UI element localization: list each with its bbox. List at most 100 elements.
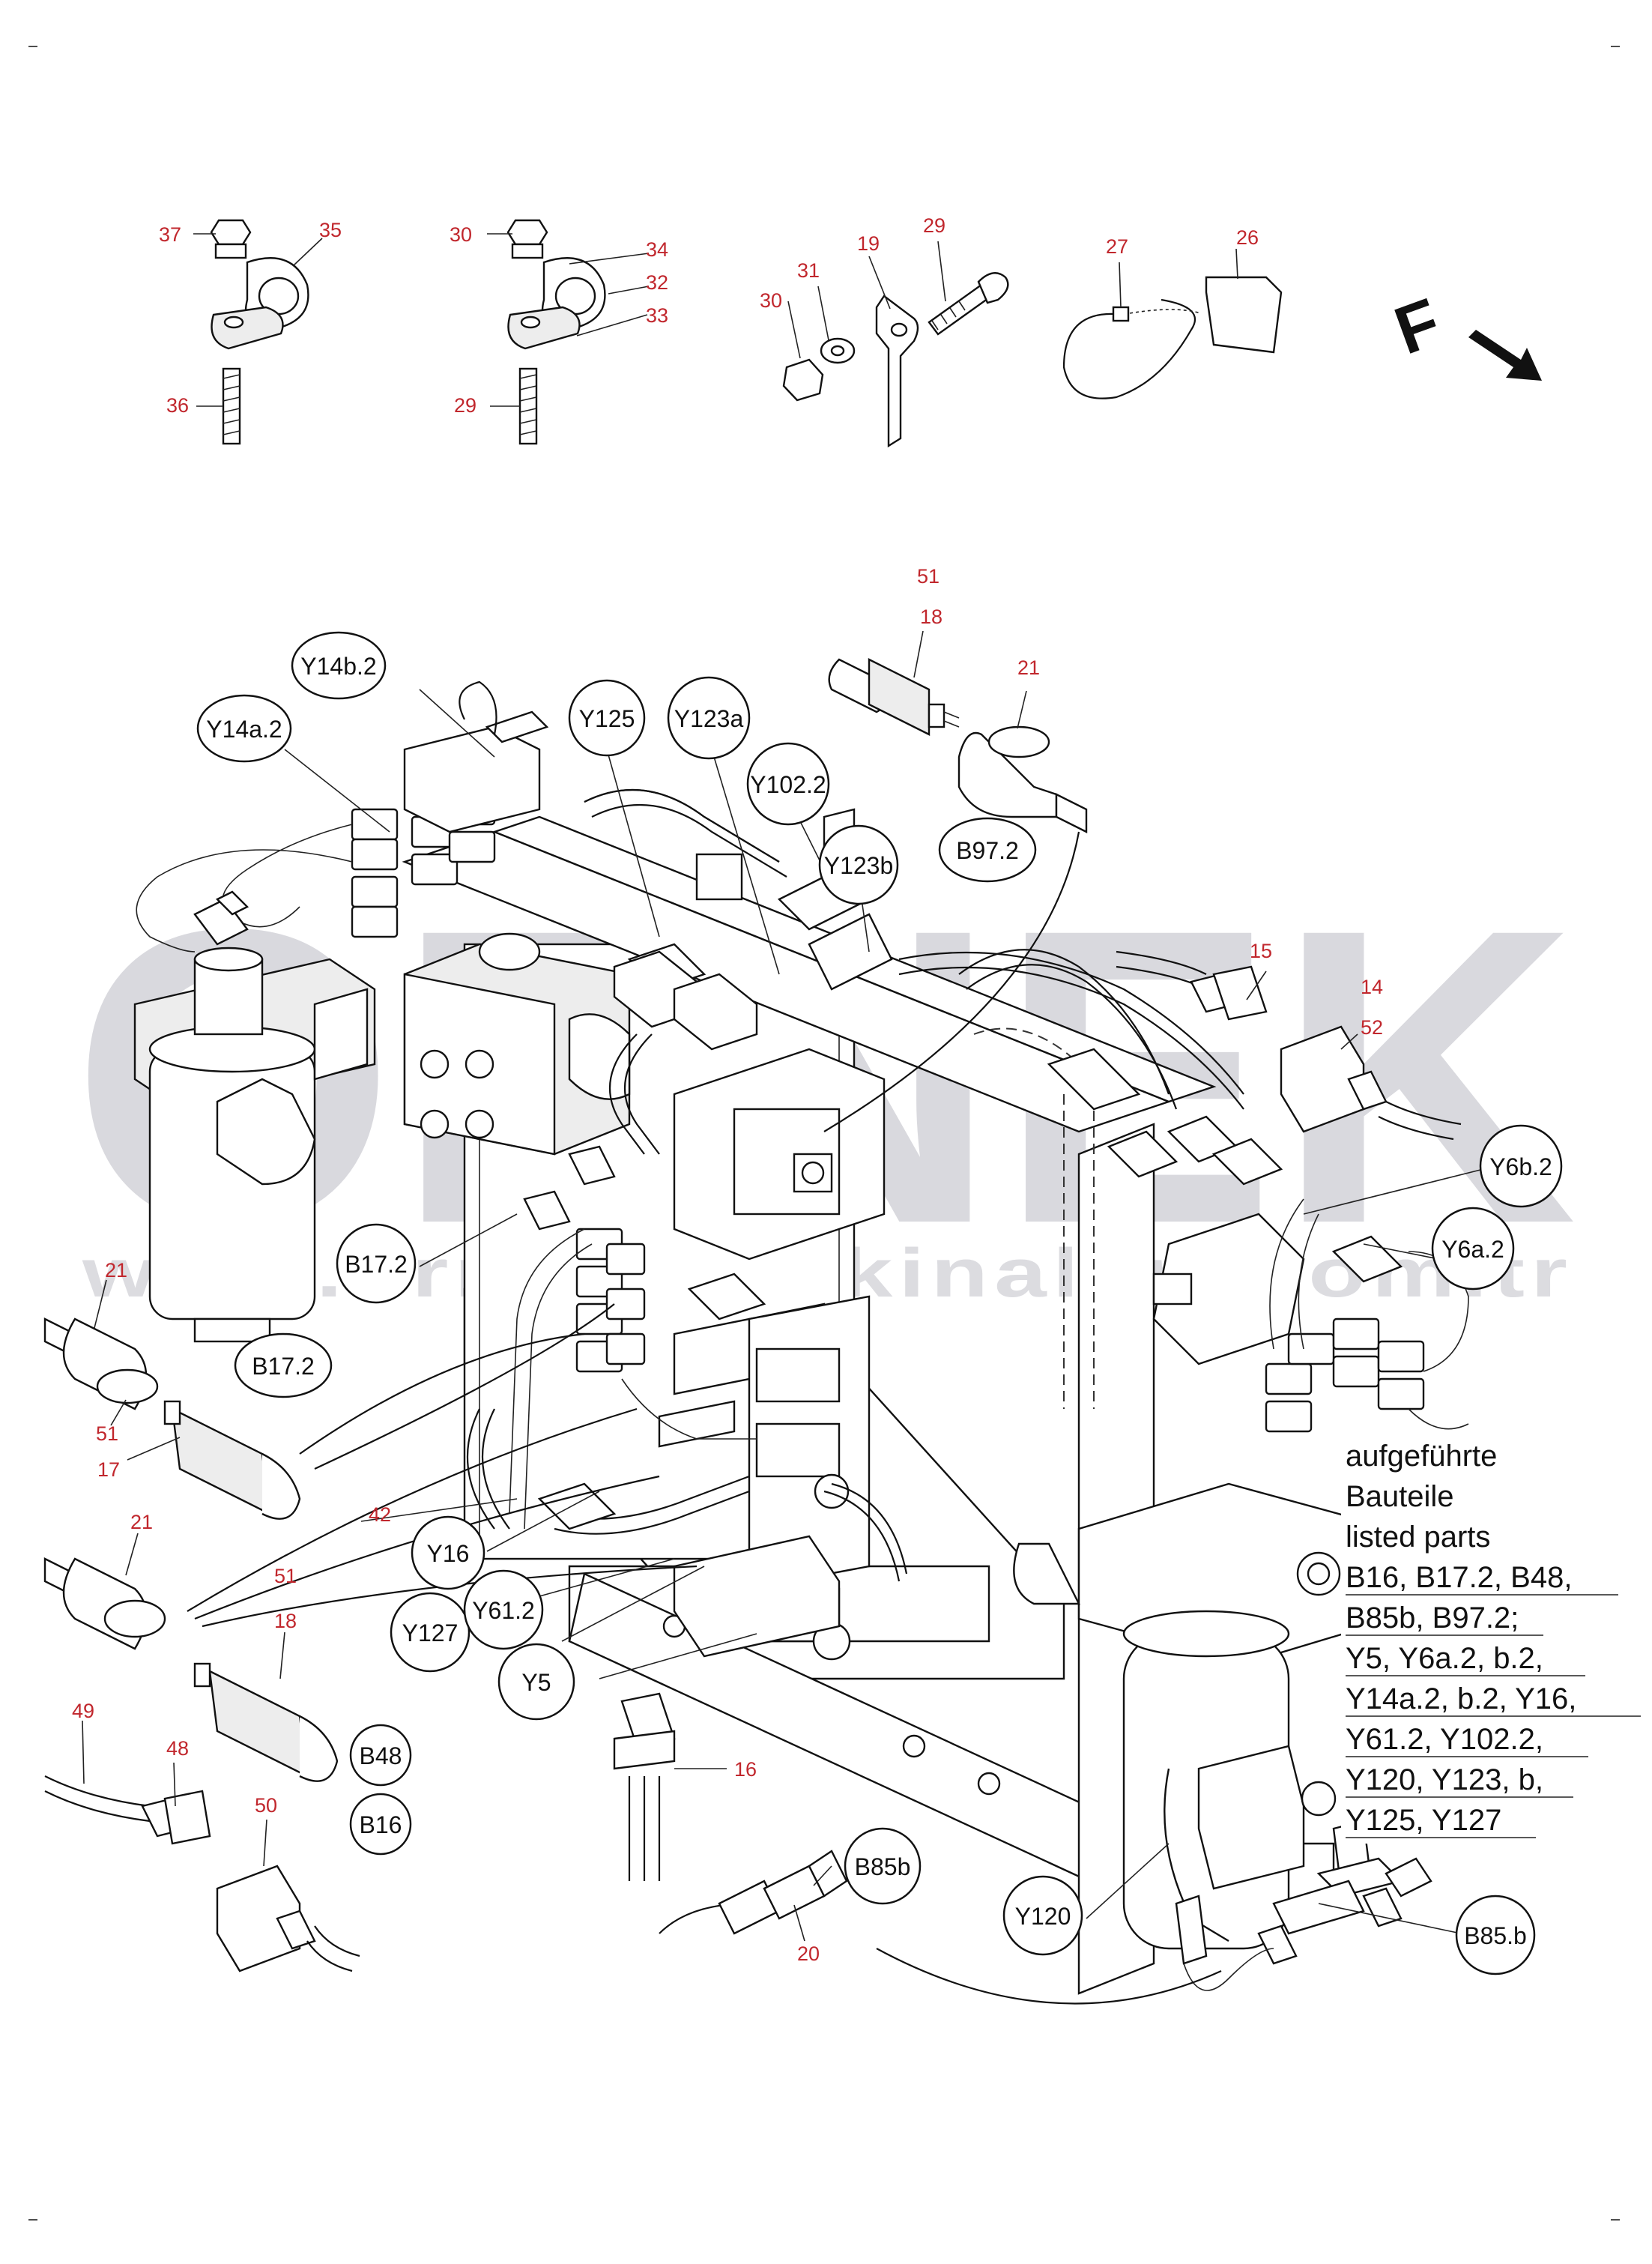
callout-17: 17 <box>97 1458 120 1481</box>
label-y127: Y127 <box>390 1592 471 1673</box>
arrow-down-right-icon <box>1468 330 1542 381</box>
svg-text:Y5: Y5 <box>521 1669 551 1696</box>
svg-text:Y123b: Y123b <box>824 852 894 879</box>
direction-indicator: F <box>1385 285 1542 381</box>
callout-31: 31 <box>797 259 820 282</box>
svg-text:B48: B48 <box>360 1742 402 1769</box>
svg-text:Y125: Y125 <box>579 705 635 732</box>
solenoid-connector-cluster-left <box>136 680 549 953</box>
legend-line-6: Y5, Y6a.2, b.2, <box>1346 1642 1543 1675</box>
label-y6b-2: Y6b.2 <box>1479 1124 1563 1208</box>
callout-37: 37 <box>159 223 181 246</box>
nut-37-base <box>214 243 247 259</box>
svg-text:B85.b: B85.b <box>1464 1922 1527 1949</box>
callout-29b: 29 <box>923 214 945 237</box>
nut-30-base <box>511 243 544 259</box>
callout-35: 35 <box>319 219 342 241</box>
legend-line-2: Bauteile <box>1346 1480 1454 1513</box>
callout-29: 29 <box>454 394 476 417</box>
label-y5: Y5 <box>497 1643 575 1721</box>
callout-32: 32 <box>646 271 668 294</box>
label-b97-2: B97.2 <box>938 817 1037 883</box>
callout-51a: 51 <box>917 565 940 588</box>
callout-16: 16 <box>734 1758 757 1781</box>
callout-19: 19 <box>857 232 880 255</box>
nut-37 <box>210 219 252 246</box>
clamp-35-plate-hole <box>223 316 244 329</box>
svg-text:Y16: Y16 <box>427 1540 470 1567</box>
clamp-35-plate <box>211 306 284 350</box>
svg-text:Y14a.2: Y14a.2 <box>206 716 282 743</box>
bracket-19 <box>875 295 919 448</box>
svg-text:Y102.2: Y102.2 <box>750 771 826 798</box>
right-assembly <box>1013 1213 1395 1950</box>
legend-line-1: aufgeführte <box>1346 1440 1497 1473</box>
connectors-48-50 <box>44 1720 360 1972</box>
legend-line-3: listed parts <box>1346 1521 1490 1554</box>
svg-text:B16: B16 <box>360 1811 402 1838</box>
valve-block-center <box>403 932 631 1156</box>
callout-50: 50 <box>255 1794 277 1817</box>
valve-stack-lower <box>658 1295 871 1661</box>
callout-48: 48 <box>166 1737 189 1760</box>
callout-34: 34 <box>646 238 668 261</box>
svg-text:B85b: B85b <box>855 1853 911 1880</box>
cable-tie-27 <box>1062 262 1202 399</box>
legend-line-7: Y14a.2, b.2, Y16, <box>1346 1682 1576 1715</box>
svg-text:Y123a: Y123a <box>674 705 744 732</box>
legend-line-8: Y61.2, Y102.2, <box>1346 1723 1543 1756</box>
label-y102-2: Y102.2 <box>746 742 830 826</box>
bracket-group <box>782 241 1009 448</box>
nut-30b <box>782 358 824 402</box>
label-y14b-2: Y14b.2 <box>291 631 387 700</box>
label-y125: Y125 <box>568 679 646 757</box>
callout-30: 30 <box>450 223 472 246</box>
callout-15: 15 <box>1250 940 1272 962</box>
svg-text:Y6b.2: Y6b.2 <box>1489 1153 1552 1180</box>
clamp-32-plate-hole <box>520 316 541 329</box>
callout-26: 26 <box>1236 226 1259 249</box>
hydraulic-hoses <box>466 788 1244 1582</box>
callout-30b: 30 <box>760 289 782 312</box>
callout-14: 14 <box>1361 976 1383 998</box>
label-y6a-2: Y6a.2 <box>1431 1207 1515 1291</box>
svg-text:Y61.2: Y61.2 <box>472 1597 535 1624</box>
label-b17-2-upper: B17.2 <box>336 1223 417 1304</box>
label-b85b: B85b <box>844 1827 922 1905</box>
callout-18a: 18 <box>920 606 943 628</box>
solenoid-connector-cluster-right <box>1265 1198 1469 1433</box>
label-y120: Y120 <box>1002 1875 1083 1956</box>
callout-leaders <box>284 689 1484 1934</box>
svg-text:Y6a.2: Y6a.2 <box>1441 1236 1504 1263</box>
callout-52: 52 <box>1361 1016 1383 1039</box>
sleeve-26 <box>1205 248 1283 354</box>
legend-line-5: B85b, B97.2; <box>1346 1602 1519 1634</box>
connector-16 <box>613 1692 727 1881</box>
bolt-36 <box>222 367 241 445</box>
solenoid-connector-cluster-middle <box>509 1228 757 1530</box>
label-b85-dot-b: B85.b <box>1455 1895 1536 1975</box>
callout-numbers: 37 35 36 30 34 32 33 29 30 31 19 29 27 2… <box>72 214 1383 1965</box>
callout-27: 27 <box>1106 235 1128 258</box>
callout-51c: 51 <box>274 1565 297 1587</box>
legend-line-4: B16, B17.2, B48, <box>1346 1561 1572 1594</box>
svg-text:Y127: Y127 <box>402 1619 459 1646</box>
component-labels: Y14b.2 Y14a.2 Y125 Y123a Y102.2 Y123b B9… <box>196 631 1563 1975</box>
clamp-group-1 <box>193 219 323 445</box>
callout-51b: 51 <box>96 1422 118 1445</box>
direction-letter: F <box>1385 285 1450 369</box>
label-y61-2: Y61.2 <box>463 1569 544 1650</box>
callout-49: 49 <box>72 1700 94 1722</box>
svg-text:Y14b.2: Y14b.2 <box>300 653 376 680</box>
sensor-parts-b17-2 <box>43 1279 615 1520</box>
legend-line-10: Y125, Y127 <box>1346 1804 1501 1837</box>
svg-text:B97.2: B97.2 <box>956 837 1019 864</box>
sensor-parts-b97-2 <box>823 630 1088 1132</box>
upper-harness-plugs <box>523 808 1403 1530</box>
callout-21c: 21 <box>130 1511 153 1533</box>
legend-line-9: Y120, Y123, b, <box>1346 1763 1543 1796</box>
label-b17-2-lower: B17.2 <box>234 1332 333 1398</box>
label-y123a: Y123a <box>667 676 751 760</box>
fittings-b85-b <box>1175 1820 1432 1991</box>
